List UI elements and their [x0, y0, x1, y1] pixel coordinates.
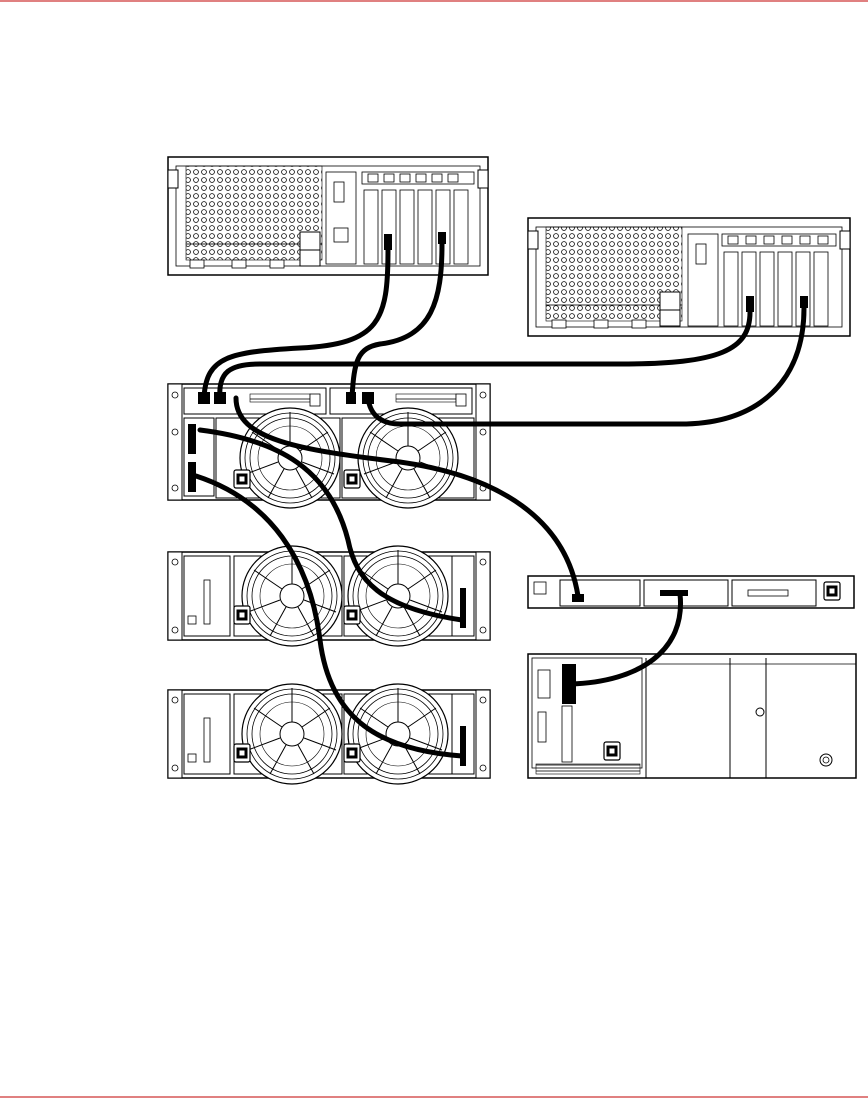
tape-library [528, 654, 856, 778]
disk-enclosure-2 [168, 684, 490, 784]
disk-enclosure-1 [168, 546, 490, 646]
controller-enclosure [168, 384, 490, 508]
